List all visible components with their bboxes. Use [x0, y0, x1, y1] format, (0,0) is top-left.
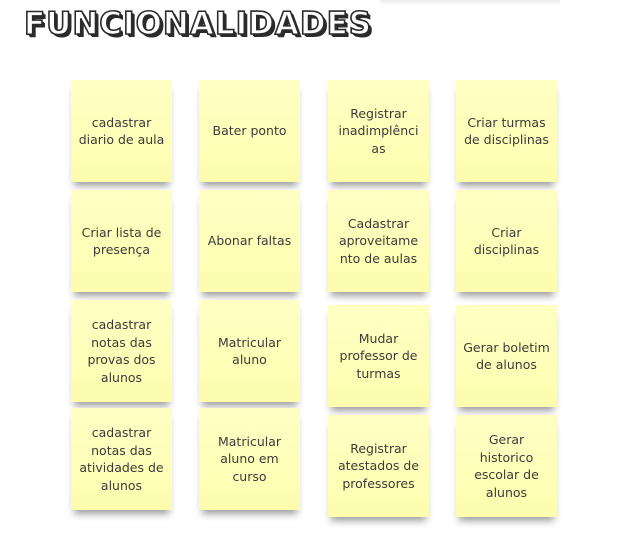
- header-shadow: [380, 0, 560, 6]
- sticky-note[interactable]: cadastrar notas das atividades de alunos: [71, 408, 172, 510]
- board-title: FUNCIONALIDADES: [23, 5, 373, 43]
- sticky-note-text: Matricular aluno: [217, 334, 282, 368]
- sticky-note-text: Registrar atestados de professores: [337, 440, 420, 491]
- sticky-note-text: Bater ponto: [212, 123, 287, 139]
- sticky-note-text: Criar turmas de disciplinas: [464, 114, 549, 148]
- sticky-note[interactable]: Matricular aluno em curso: [199, 408, 300, 510]
- sticky-note[interactable]: Matricular aluno: [199, 300, 300, 402]
- sticky-note[interactable]: Criar disciplinas: [456, 190, 557, 292]
- sticky-note[interactable]: Abonar faltas: [199, 190, 300, 292]
- sticky-note-text: Matricular aluno em curso: [217, 433, 282, 484]
- sticky-note-text: Gerar boletim de alunos: [463, 339, 550, 373]
- sticky-note-text: cadastrar notas das atividades de alunos: [79, 425, 164, 493]
- sticky-note-text: Mudar professor de turmas: [339, 330, 418, 381]
- sticky-note-text: Criar lista de presença: [81, 224, 162, 258]
- sticky-note-text: Abonar faltas: [207, 233, 292, 249]
- sticky-note-text: cadastrar diario de aula: [78, 114, 165, 148]
- sticky-note[interactable]: cadastrar notas das provas dos alunos: [71, 300, 172, 402]
- sticky-note[interactable]: Gerar boletim de alunos: [456, 305, 557, 407]
- sticky-note-text: Criar disciplinas: [473, 224, 540, 258]
- sticky-note[interactable]: Cadastrar aproveitame nto de aulas: [328, 190, 429, 292]
- sticky-note-text: Cadastrar aproveitame nto de aulas: [338, 215, 419, 266]
- sticky-note[interactable]: Registrar inadimplênci as: [328, 80, 429, 182]
- sticky-note[interactable]: Criar turmas de disciplinas: [456, 80, 557, 182]
- sticky-note[interactable]: Bater ponto: [199, 80, 300, 182]
- sticky-note[interactable]: Mudar professor de turmas: [328, 305, 429, 407]
- sticky-note[interactable]: Registrar atestados de professores: [328, 415, 429, 517]
- sticky-note-text: Registrar inadimplênci as: [338, 105, 419, 156]
- sticky-note-text: cadastrar notas das provas dos alunos: [87, 317, 156, 385]
- sticky-note[interactable]: cadastrar diario de aula: [71, 80, 172, 182]
- sticky-note-text: Gerar historico escolar de alunos: [474, 432, 539, 500]
- sticky-note[interactable]: Gerar historico escolar de alunos: [456, 415, 557, 517]
- sticky-note[interactable]: Criar lista de presença: [71, 190, 172, 292]
